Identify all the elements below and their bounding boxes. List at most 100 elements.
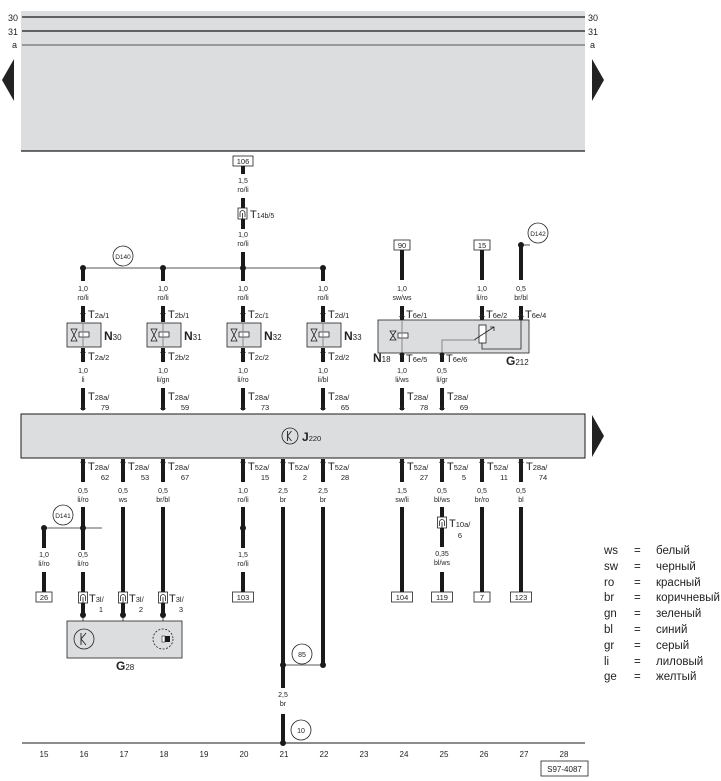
- wire-gauge: 1,0: [238, 232, 248, 239]
- pin-arrow-icon: [439, 405, 445, 411]
- terminal-106-label: 106: [237, 157, 250, 166]
- legend-eq: =: [634, 560, 641, 573]
- ground-10-label: 10: [297, 728, 305, 735]
- connector-out: T6e/6: [446, 353, 467, 365]
- connector-bottom: T2a/2: [88, 351, 109, 363]
- ecu-connector: T28a/: [248, 391, 270, 403]
- wire: [480, 306, 484, 320]
- legend-code: br: [604, 592, 615, 605]
- g28-magnet-icon: [165, 636, 170, 642]
- plug-glyph: [80, 594, 86, 603]
- connector-label: T14b/5: [250, 209, 274, 221]
- wire: [81, 459, 85, 482]
- legend-name: лиловый: [656, 655, 704, 668]
- terminal-label: 26: [40, 593, 48, 602]
- wire-color: ro/li: [317, 295, 329, 302]
- valve-symbol-icon: [389, 330, 397, 341]
- g28-k-symbol-icon: [73, 628, 95, 650]
- wire: [81, 268, 85, 281]
- legend-eq: =: [634, 545, 641, 557]
- pin-arrow-icon: [160, 310, 166, 316]
- legend-code: gn: [604, 608, 617, 621]
- wire: [519, 306, 523, 320]
- wire-color: br/ro: [475, 497, 490, 504]
- ecu-connector: T28a/: [88, 391, 110, 403]
- g212-signal-wire: [441, 339, 476, 355]
- wire: [480, 507, 484, 592]
- wire: [281, 665, 285, 688]
- connector-t6e-1: T6e/1: [406, 309, 427, 321]
- terminal-label: 103: [237, 593, 250, 602]
- wire-gauge: 1,0: [158, 286, 168, 293]
- wire-106-d: [241, 252, 245, 268]
- ecu-connector: T28a/: [407, 391, 429, 403]
- wire-color: ro/li: [237, 187, 249, 194]
- pin-arrow-icon: [439, 352, 445, 358]
- wire-gauge: 1,0: [238, 286, 248, 293]
- connector-top: T2b/1: [168, 309, 189, 321]
- ecu-k-symbol-icon: [281, 427, 299, 445]
- legend-code: sw: [604, 560, 619, 573]
- legend-name: белый: [656, 545, 690, 557]
- connector-pin: 1: [99, 605, 103, 614]
- wire-gauge: 1,0: [318, 368, 328, 375]
- ecu-connector: T52a/: [328, 461, 350, 473]
- legend-code: bl: [604, 623, 613, 636]
- terminal-box-26: [35, 591, 53, 603]
- terminal-box-7: [473, 591, 491, 603]
- ecu-connector: T28a/: [168, 391, 190, 403]
- junction-d140-circle: [112, 245, 134, 267]
- solenoid-icon: [158, 331, 170, 338]
- pin-arrow-icon: [160, 350, 166, 356]
- connector-pin: 2: [139, 605, 143, 614]
- wire-color: br/bl: [514, 295, 528, 302]
- wire-gauge: 0,5: [78, 552, 88, 559]
- connector-pin: 59: [181, 403, 189, 412]
- legend-row: bl=синий: [604, 623, 720, 639]
- terminal-box-103: [232, 591, 254, 603]
- pin-arrow-icon: [160, 460, 166, 466]
- wire: [519, 459, 523, 482]
- valve-symbol-icon: [70, 328, 78, 342]
- ecu-label: J220: [302, 430, 321, 444]
- ecu-output-T28a-53: T28a/530,5ws: [118, 459, 150, 504]
- wire-gauge: 0,5: [477, 488, 487, 495]
- ecu-connector: T28a/: [88, 461, 110, 473]
- connector-sub: 14b/5: [257, 213, 275, 220]
- ecu-connector: T28a/: [168, 461, 190, 473]
- wire-106-a: [241, 166, 245, 174]
- connector-pin: 74: [539, 473, 547, 482]
- wire-color: li/gn: [157, 377, 170, 384]
- next-page-arrow-ecu[interactable]: [592, 415, 604, 457]
- ecu-output-T28a-67: T28a/670,5br/bl: [156, 459, 190, 504]
- wire: [161, 507, 165, 592]
- wire: [400, 388, 404, 410]
- ecu-output-T52a-5: T52a/50,5bl/ws: [434, 459, 469, 504]
- wire: [440, 507, 444, 517]
- connector-pin: 15: [261, 473, 269, 482]
- wire-color: br: [280, 701, 287, 708]
- wire-color: li: [81, 377, 85, 384]
- diagram-id: S97-4087: [547, 765, 582, 774]
- wire-gauge: 0,5: [516, 488, 526, 495]
- valve-name: N31: [184, 329, 202, 343]
- wire-color: li/ro: [38, 561, 49, 568]
- legend-code: gr: [604, 639, 615, 652]
- prev-page-arrow[interactable]: [2, 59, 14, 101]
- connector-bottom: T2d/2: [328, 351, 349, 363]
- pin-arrow-icon: [240, 460, 246, 466]
- pin-arrow-icon: [518, 460, 524, 466]
- valve-symbol-icon: [150, 328, 158, 342]
- pin-arrow-icon: [80, 405, 86, 411]
- wire: [519, 245, 523, 280]
- valve-name: N33: [344, 329, 362, 343]
- wire-color: ws: [118, 497, 128, 504]
- connector-bottom: T2b/2: [168, 351, 189, 363]
- next-page-arrow[interactable]: [592, 59, 604, 101]
- fuse-panel: [21, 11, 585, 151]
- legend-name: красный: [656, 576, 701, 589]
- wire: [440, 572, 444, 592]
- t10a-connector: T10a/: [449, 518, 471, 530]
- ground-85-circle: [291, 643, 313, 665]
